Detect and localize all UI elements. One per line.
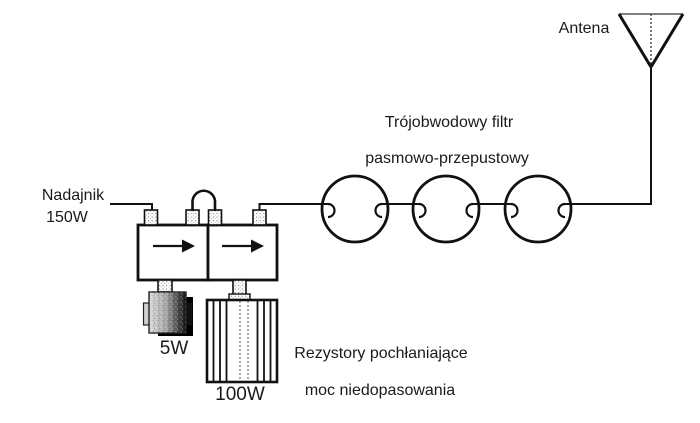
- transmitter-label-line2: 150W: [46, 209, 89, 226]
- port-connector: [185, 209, 200, 226]
- port-connector: [207, 209, 223, 226]
- mounting-tab-right: [186, 303, 192, 325]
- reject-port-right: [228, 279, 251, 301]
- antenna-symbol: [617, 13, 685, 68]
- coupler-top-ports: [143, 189, 267, 226]
- filter-label-line1: Trójobwodowy filtr: [385, 114, 514, 131]
- dummy-load-100w: [205, 298, 279, 384]
- antenna-label: Antena: [559, 20, 610, 37]
- forward-arrow-head: [251, 239, 264, 253]
- coupling-loop: [418, 202, 427, 219]
- directional-coupler-right: [206, 223, 279, 282]
- filter-cavity-3: [503, 174, 573, 244]
- port-connector: [143, 209, 159, 226]
- coupling-loop: [327, 202, 336, 219]
- filter-cavity-2: [411, 174, 481, 244]
- antenna-triangle-sides: [617, 13, 685, 68]
- coupling-loop: [510, 202, 519, 219]
- coupling-loop: [465, 202, 474, 219]
- resistor-100w-label: 100W: [215, 384, 265, 405]
- resistor-body: [205, 298, 279, 384]
- forward-arrow-head: [182, 239, 195, 253]
- transmitter-feed-wire: [110, 203, 153, 210]
- coupling-loop: [557, 202, 566, 219]
- filter-label-line2: pasmowo-przepustowy: [365, 150, 529, 167]
- reject-port-left: [157, 279, 173, 293]
- directional-coupler-left: [136, 223, 210, 282]
- resistor-5w-label: 5W: [160, 338, 189, 359]
- coupler-to-filter-wire: [258, 203, 328, 210]
- coupling-loop: [374, 202, 383, 219]
- resistors-caption-line1: Rezystory pochłaniające: [294, 345, 468, 362]
- bandpass-filter: [320, 174, 573, 244]
- dummy-load-5w: [142, 291, 193, 336]
- port-connector: [252, 209, 267, 226]
- filter-to-antenna-wire: [565, 67, 652, 205]
- interconnect-jumper-loop: [191, 189, 217, 211]
- transmitter-label-line1: Nadajnik: [42, 187, 105, 204]
- resistors-caption-line2: moc niedopasowania: [305, 382, 455, 399]
- resistor-texture: [149, 292, 186, 333]
- filter-cavity-1: [320, 174, 390, 244]
